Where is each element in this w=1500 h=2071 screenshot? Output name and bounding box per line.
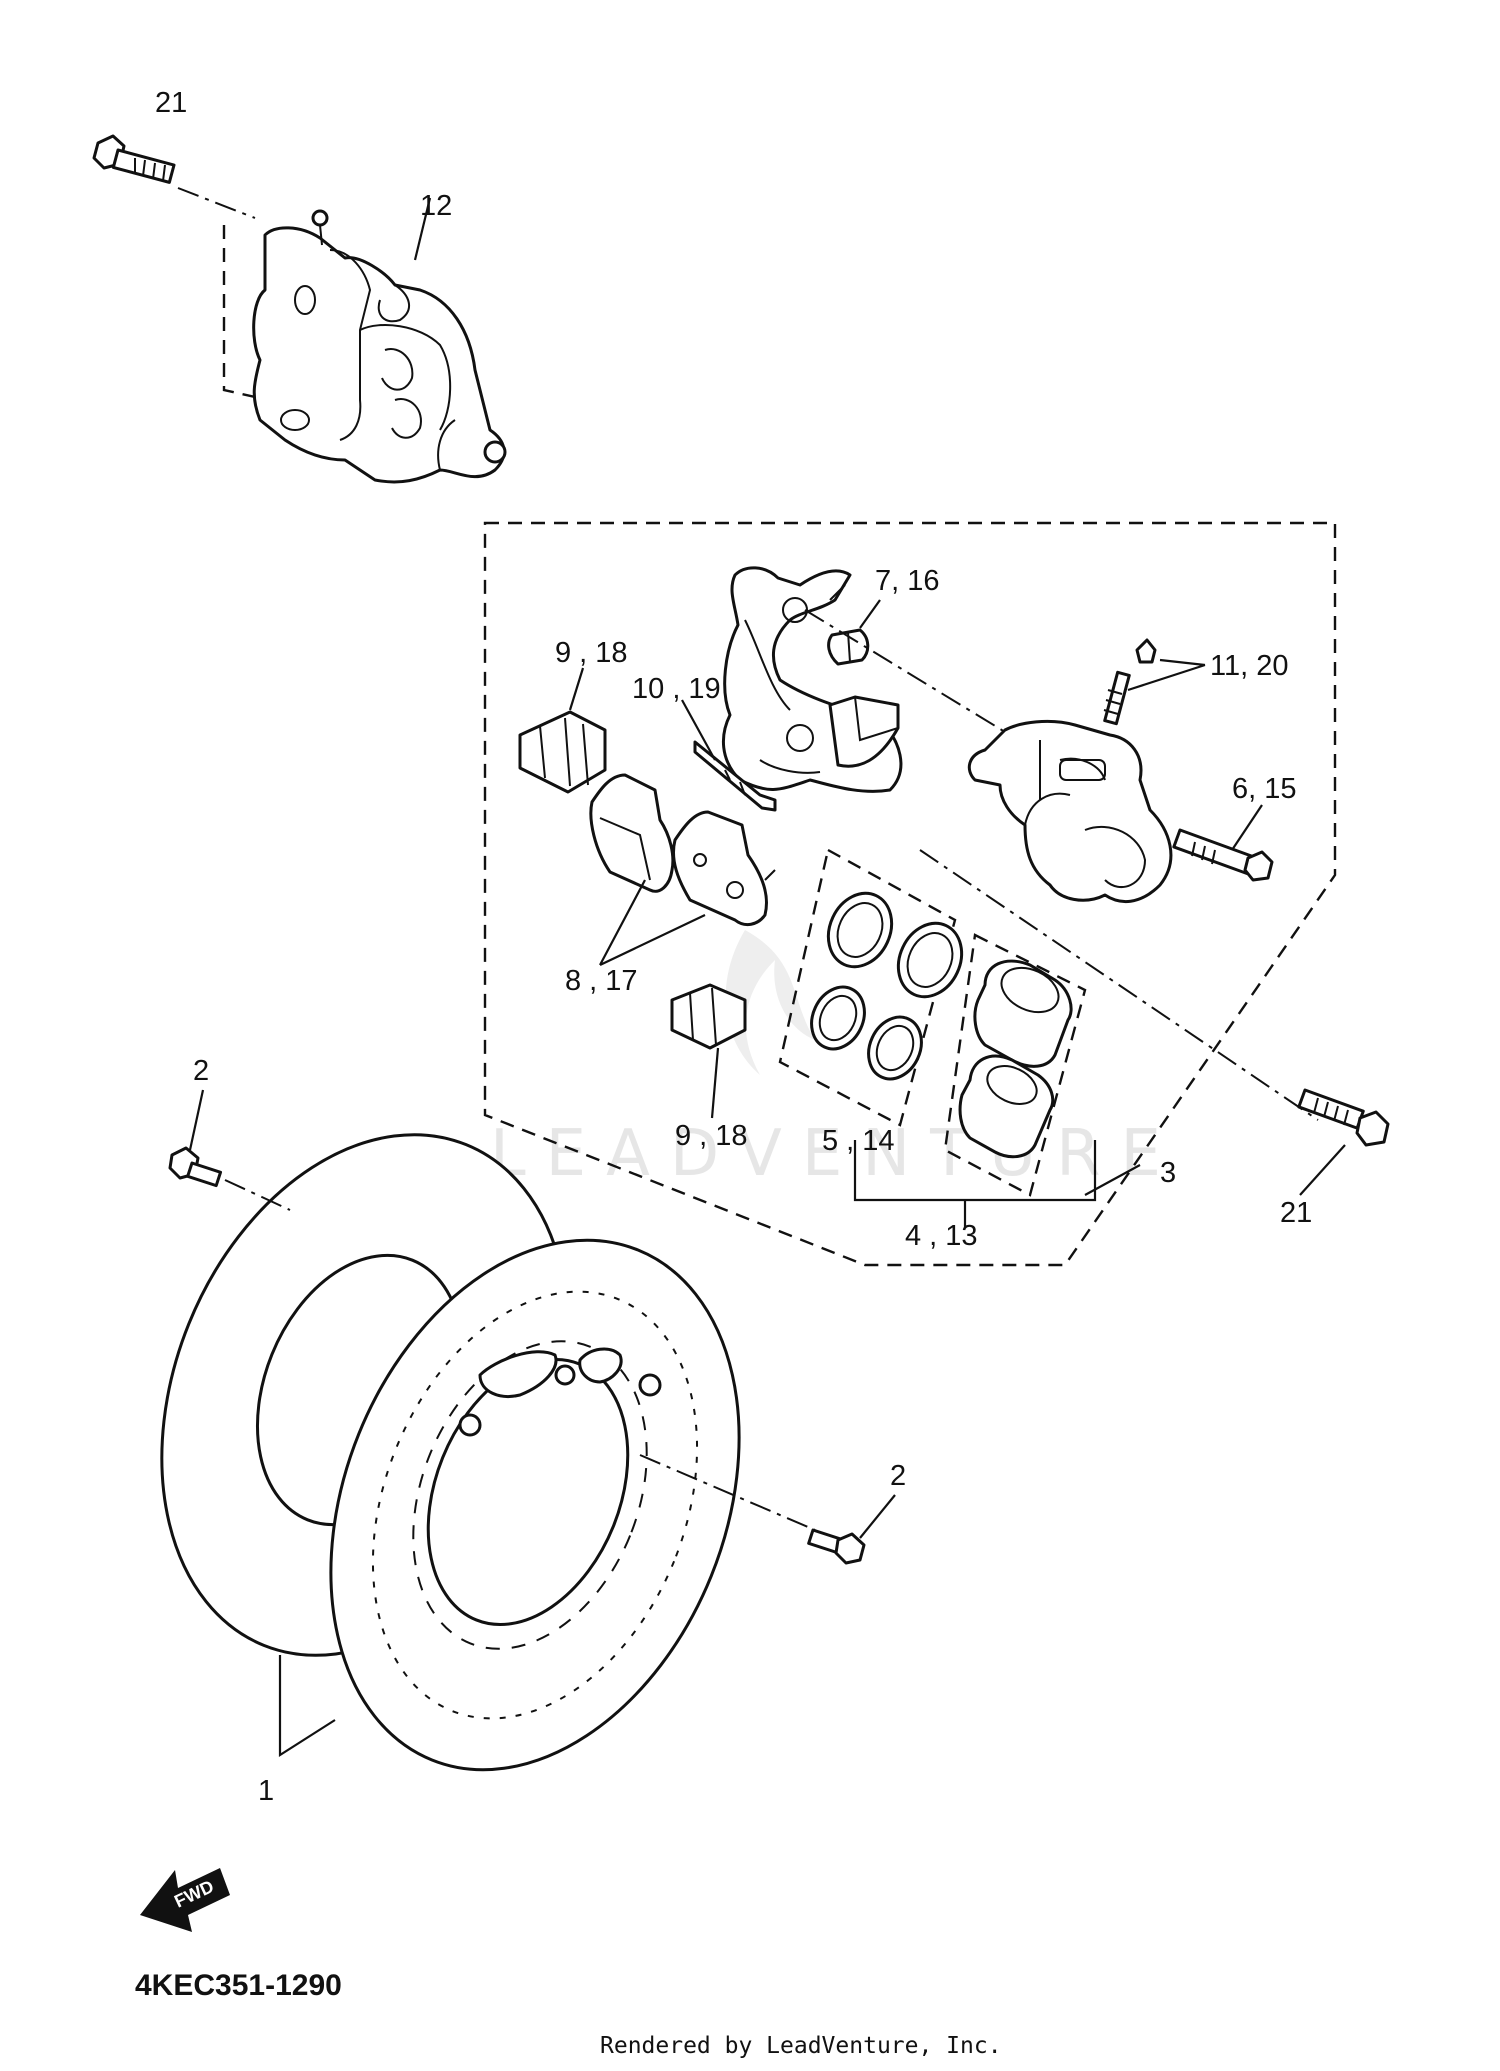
brake-disc-front [329, 1238, 741, 1772]
callout-1: 1 [258, 1775, 274, 1807]
callout-8-17: 8 , 17 [565, 965, 638, 997]
disc-bolt-2-left [168, 1146, 223, 1188]
leader-9-18-bottom [710, 1047, 720, 1119]
callout-12: 12 [420, 190, 452, 222]
bracket-4-13 [853, 1140, 1097, 1202]
bolt-bracket-dash [222, 225, 256, 399]
mounting-axis-line [919, 849, 1319, 1121]
leader-11-20 [1127, 658, 1206, 692]
leader-21-right [1299, 1144, 1346, 1196]
callout-5-14: 5 , 14 [822, 1125, 895, 1157]
leader-1 [278, 1655, 336, 1758]
piston-seal-kit-5-14 [778, 848, 964, 1127]
leader-2-left [188, 1089, 205, 1151]
callout-4-13: 4 , 13 [905, 1220, 978, 1252]
pad-shim-9-18-bottom [670, 983, 747, 1050]
pin-boot-7-16 [827, 628, 870, 666]
callout-2-left: 2 [193, 1055, 209, 1087]
leader-2-right [859, 1494, 896, 1539]
callout-7-16: 7, 16 [875, 565, 940, 597]
bolt-21-top [92, 134, 176, 184]
disc-bolt-2-right [807, 1528, 866, 1565]
bolt-axis-line-top [177, 187, 256, 219]
pin-axis-line [804, 609, 1011, 736]
caliper-kit-boundary-3 [483, 521, 1337, 1267]
leader-6-15 [1231, 804, 1263, 851]
callout-2-right: 2 [890, 1460, 906, 1492]
callout-3: 3 [1160, 1157, 1176, 1189]
callout-21-right: 21 [1280, 1197, 1312, 1229]
brake-pads-8-17 [589, 773, 776, 927]
callout-9-18-bottom: 9 , 18 [675, 1120, 748, 1152]
leader-9-18-top [568, 667, 585, 711]
caliper-12-body [252, 209, 507, 484]
caliper-bracket [721, 566, 903, 793]
leader-8-17 [599, 879, 706, 966]
leader-12 [413, 197, 432, 261]
leader-10-19 [681, 699, 716, 761]
callout-10-19: 10 , 19 [632, 673, 721, 705]
leader-3 [1084, 1164, 1141, 1196]
leader-7-16 [859, 599, 881, 629]
rendered-by-credit: Rendered by LeadVenture, Inc. [600, 2033, 1002, 2059]
bleed-screw-11-20 [1103, 638, 1157, 726]
callout-11-20: 11, 20 [1210, 650, 1288, 682]
pad-shim-9-18-top [518, 710, 607, 794]
callout-9-18-top: 9 , 18 [555, 637, 628, 669]
caliper-assembly-top [92, 134, 507, 484]
bolt-21-right [1297, 1088, 1390, 1147]
piston-kit-4-13 [943, 933, 1087, 1197]
disc-bolt-axis-left [224, 1179, 291, 1211]
fwd-arrow-icon: FWD [140, 1868, 230, 1932]
pin-bolt-6-15 [1172, 828, 1274, 882]
watermark-logo: LEADVENTURE [490, 930, 1181, 1191]
watermark-text: LEADVENTURE [490, 1117, 1181, 1191]
callout-21-top: 21 [155, 87, 187, 119]
caliper-body-right [967, 719, 1173, 904]
callout-6-15: 6, 15 [1232, 773, 1297, 805]
diagram-code: 4KEC351-1290 [135, 1969, 342, 2002]
disc-bolt-axis-right [639, 1454, 816, 1531]
